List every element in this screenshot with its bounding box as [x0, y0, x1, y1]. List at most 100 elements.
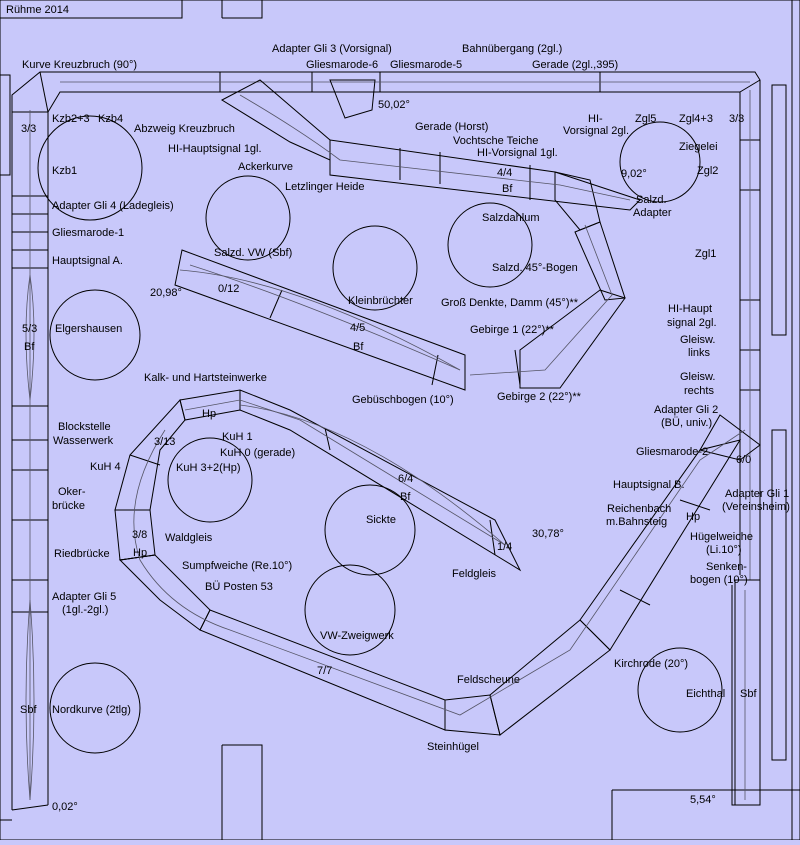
label-adapter-gli5-b: (1gl.-2gl.) — [62, 604, 108, 616]
label-oker-a: Oker- — [58, 486, 86, 498]
label-sickte: Sickte — [366, 514, 396, 526]
label-gliesmarode2: Gliesmarode-2 — [636, 446, 708, 458]
label-six0: 6/0 — [736, 454, 751, 466]
title-label: Rühme 2014 — [6, 4, 69, 16]
label-bue53: BÜ Posten 53 — [205, 581, 273, 593]
label-gerade-horst: Gerade (Horst) — [415, 121, 488, 133]
label-hi-vorsignal2-a: HI- — [588, 113, 603, 125]
label-kurve-kreuzbruch: Kurve Kreuzbruch (90°) — [22, 59, 137, 71]
upper-track — [174, 79, 641, 391]
label-salzd45: Salzd. 45°-Bogen — [492, 262, 578, 274]
label-gleisw-links-a: Gleisw. — [680, 334, 715, 346]
upper-track-rails — [179, 94, 631, 376]
label-zgl43: Zgl4+3 — [679, 113, 713, 125]
label-sbf-left: Sbf — [20, 704, 37, 716]
label-gebirge1: Gebirge 1 (22°)** — [470, 324, 555, 336]
label-zgl1: Zgl1 — [695, 248, 716, 260]
label-feldgleis: Feldgleis — [452, 568, 497, 580]
label-huegelweiche-a: Hügelweiche — [690, 531, 753, 543]
label-feldscheune: Feldscheune — [457, 674, 520, 686]
label-angle-9: 9,02° — [621, 168, 647, 180]
label-senken-b: bogen (10°) — [690, 574, 748, 586]
label-hauptsignal-a: Hauptsignal A. — [52, 255, 123, 267]
middle-track-rails — [133, 399, 746, 800]
label-hauptsignal-b: Hauptsignal B. — [613, 479, 685, 491]
label-gebirge2: Gebirge 2 (22°)** — [497, 391, 582, 403]
perimeter-track — [11, 71, 761, 811]
label-steinhuegel: Steinhügel — [427, 741, 479, 753]
label-gliesmarode1: Gliesmarode-1 — [52, 227, 124, 239]
label-elgershausen: Elgershausen — [55, 323, 122, 335]
map-labels: Rühme 2014 Kurve Kreuzbruch (90°) Adapte… — [6, 4, 790, 813]
label-gerade-395: Gerade (2gl.,395) — [532, 59, 618, 71]
label-salzdahlum: Salzdahlum — [482, 212, 539, 224]
label-ackerkurve: Ackerkurve — [238, 161, 293, 173]
label-letzlinger: Letzlinger Heide — [285, 181, 365, 193]
label-adapter-gli2-a: Adapter Gli 2 — [654, 404, 718, 416]
label-sumpfweiche: Sumpfweiche (Re.10°) — [182, 560, 292, 572]
label-three3-right: 3/3 — [729, 113, 744, 125]
label-bf-mid: Bf — [353, 341, 364, 353]
label-adapter-gli1-a: Adapter Gli 1 — [725, 488, 789, 500]
label-hi-haupt2-b: signal 2gl. — [667, 317, 717, 329]
label-angle-50: 50,02° — [378, 99, 410, 111]
label-three13: 3/13 — [154, 436, 175, 448]
label-hp-left: Hp — [133, 547, 147, 559]
label-bahnuebergang: Bahnübergang (2gl.) — [462, 43, 562, 55]
label-four5: 4/5 — [350, 322, 365, 334]
label-zero12: 0/12 — [218, 283, 239, 295]
label-kuh0: KuH 0 (gerade) — [220, 447, 295, 459]
label-vw-zweig: VW-Zweigwerk — [320, 630, 394, 642]
middle-track — [114, 389, 761, 806]
label-three3-left: 3/3 — [21, 123, 36, 135]
label-senken-a: Senken- — [706, 561, 747, 573]
label-gliesmarode5: Gliesmarode-5 — [390, 59, 462, 71]
label-blockstelle-b: Wasserwerk — [53, 435, 114, 447]
label-abzweig: Abzweig Kreuzbruch — [134, 123, 235, 135]
label-reichenbach-a: Reichenbach — [607, 503, 671, 515]
label-eichthal: Eichthal — [686, 688, 725, 700]
label-bf-top: Bf — [502, 183, 513, 195]
label-adapter-gli4: Adapter Gli 4 (Ladegleis) — [52, 200, 174, 212]
label-gleisw-links-b: links — [688, 347, 711, 359]
label-salzd-adapter-b: Adapter — [633, 207, 672, 219]
label-reichenbach-b: m.Bahnsteig — [606, 516, 667, 528]
label-oker-b: brücke — [52, 500, 85, 512]
label-huegelweiche-b: (Li.10°) — [706, 544, 742, 556]
label-zgl5: Zgl5 — [635, 113, 656, 125]
label-kleinbruechter: Kleinbrüchter — [348, 295, 413, 307]
label-salzd-vw: Salzd. VW (Sbf) — [214, 247, 292, 259]
label-gebuesch: Gebüschbogen (10°) — [352, 394, 454, 406]
label-kzb23: Kzb2+3 — [52, 113, 90, 125]
label-seven7: 7/7 — [317, 665, 332, 677]
label-blockstelle-a: Blockstelle — [58, 421, 111, 433]
label-bf-diag: Bf — [400, 491, 411, 503]
label-three8: 3/8 — [132, 529, 147, 541]
label-kzb4: Kzb4 — [98, 113, 123, 125]
label-five3: 5/3 — [22, 323, 37, 335]
label-hp-right: Hp — [686, 511, 700, 523]
label-gleisw-rechts-a: Gleisw. — [680, 371, 715, 383]
label-ziegelei: Ziegelei — [679, 141, 718, 153]
label-angle-0: 0,02° — [52, 801, 78, 813]
label-vochtsche: Vochtsche Teiche — [453, 135, 538, 147]
label-angle-5: 5,54° — [690, 794, 716, 806]
label-four4: 4/4 — [497, 167, 512, 179]
label-hi-haupt1: HI-Hauptsignal 1gl. — [168, 143, 262, 155]
label-sbf-right: Sbf — [740, 688, 757, 700]
label-bf-left: Bf — [24, 341, 35, 353]
label-riedbruecke: Riedbrücke — [54, 548, 110, 560]
label-nordkurve: Nordkurve (2tlg) — [52, 704, 131, 716]
landscape-circles — [37, 115, 723, 754]
label-adapter-gli1-b: (Vereinsheim) — [722, 501, 790, 513]
label-salzd-adapter-a: Salzd. — [636, 194, 667, 206]
label-kuh32: KuH 3+2(Hp) — [176, 462, 241, 474]
label-adapter-gli2-b: (BÜ, univ.) — [661, 417, 712, 429]
label-kuh1: KuH 1 — [222, 431, 253, 443]
label-adapter-gli3: Adapter Gli 3 (Vorsignal) — [272, 43, 392, 55]
label-kzb1: Kzb1 — [52, 165, 77, 177]
label-kuh4: KuH 4 — [90, 461, 121, 473]
label-gleisw-rechts-b: rechts — [684, 385, 714, 397]
label-hi-vorsignal: HI-Vorsignal 1gl. — [477, 147, 558, 159]
